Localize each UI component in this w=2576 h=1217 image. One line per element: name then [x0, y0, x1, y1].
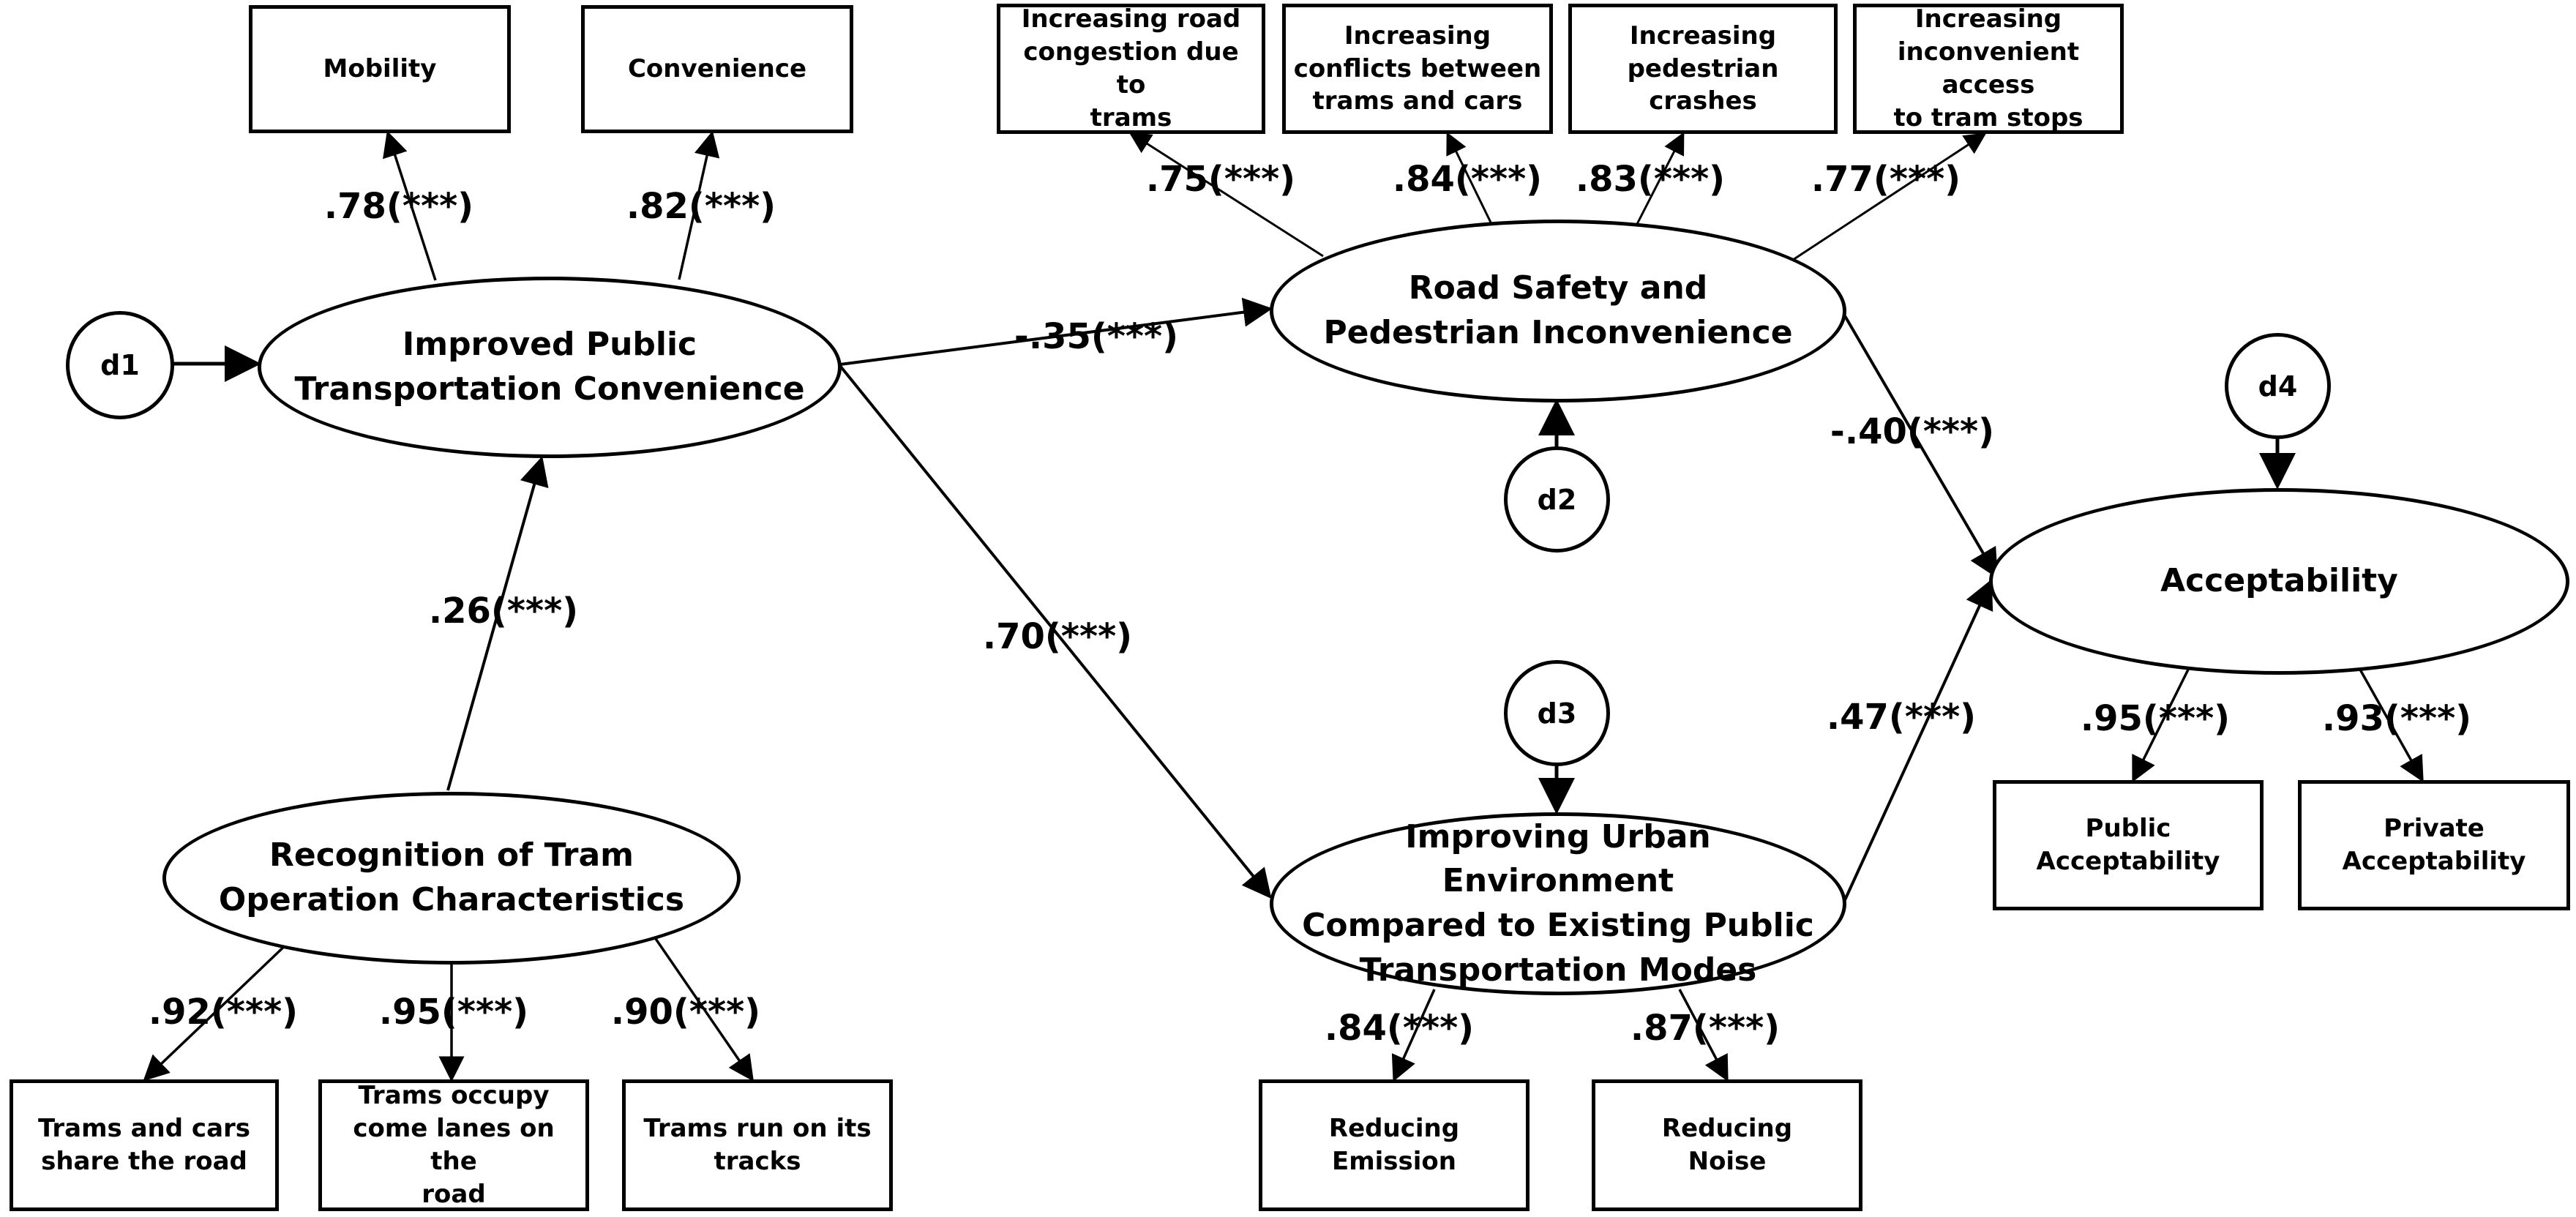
coef-public-acceptability: .95(***)	[2080, 698, 2231, 739]
arrow-rspi-to-access	[1792, 132, 1987, 261]
coef-rtoc-to-iptc: .26(***)	[428, 591, 579, 632]
coef-convenience: .82(***)	[626, 186, 776, 227]
coef-crashes: .83(***)	[1575, 159, 1726, 200]
disturbance-d2: d2	[1504, 446, 1610, 553]
disturbance-d3: d3	[1504, 660, 1610, 766]
disturbance-d4: d4	[2225, 333, 2331, 439]
coef-run-tracks: .90(***)	[610, 992, 761, 1033]
latent-recognition-of-tram-operation: Recognition of Tram Operation Characteri…	[162, 792, 741, 965]
arrow-rspi-to-acc	[1843, 313, 1999, 579]
arrow-rspi-to-conflicts	[1446, 132, 1494, 228]
latent-road-safety-pedestrian-inconvenience: Road Safety and Pedestrian Inconvenience	[1270, 220, 1846, 402]
coef-iptc-to-rspi: -.35(***)	[1014, 316, 1179, 357]
arrow-rspi-to-congestion	[1128, 132, 1324, 258]
arrow-iptc-to-iue	[839, 364, 1272, 899]
latent-improving-urban-environment: Improving Urban Environment Compared to …	[1270, 812, 1846, 995]
disturbance-d1: d1	[66, 311, 174, 419]
arrow-iue-to-emission	[1391, 989, 1436, 1082]
indicator-pedestrian-crashes: Increasing pedestrian crashes	[1568, 4, 1838, 134]
arrow-rtoc-to-iptc	[446, 456, 549, 791]
indicator-trams-occupy-lanes: Trams occupy come lanes on the road	[318, 1079, 589, 1211]
arrow-acc-to-private	[2359, 669, 2424, 783]
coef-share-road: .92(***)	[148, 992, 299, 1033]
indicator-conflicts-trams-cars: Increasing conflicts between trams and c…	[1282, 4, 1553, 134]
coef-reducing-noise: .87(***)	[1630, 1008, 1781, 1049]
arrow-iptc-to-convenience	[678, 130, 720, 280]
coef-road-congestion: .75(***)	[1145, 159, 1296, 200]
indicator-reducing-emission: Reducing Emission	[1259, 1079, 1530, 1211]
latent-improved-public-transportation-convenience: Improved Public Transportation Convenien…	[258, 277, 842, 458]
indicator-private-acceptability: Private Acceptability	[2298, 780, 2570, 910]
arrow-rtoc-to-share	[143, 924, 307, 1082]
indicator-inconvenient-access: Increasing inconvenient access to tram s…	[1853, 4, 2124, 134]
indicator-trams-cars-share-road: Trams and cars share the road	[10, 1079, 279, 1211]
arrow-iue-to-noise	[1678, 989, 1729, 1082]
indicator-convenience: Convenience	[581, 5, 853, 133]
arrow-acc-to-public	[2132, 669, 2190, 783]
coef-iue-to-acceptability: .47(***)	[1826, 697, 1977, 738]
coef-reducing-emission: .84(***)	[1324, 1008, 1475, 1049]
indicator-public-acceptability: Public Acceptability	[1993, 780, 2264, 910]
arrow-rspi-to-crashes	[1634, 132, 1685, 228]
arrow-iptc-to-rspi	[839, 297, 1273, 366]
coef-access: .77(***)	[1811, 159, 1961, 200]
indicator-mobility: Mobility	[249, 5, 511, 133]
arrow-iptc-to-mobility	[383, 130, 437, 281]
coef-rspi-to-acceptability: -.40(***)	[1830, 411, 1995, 452]
indicator-road-congestion: Increasing road congestion due to trams	[997, 4, 1265, 134]
latent-acceptability: Acceptability	[1989, 488, 2569, 675]
coef-conflicts: .84(***)	[1392, 159, 1543, 200]
coef-occupy-lanes: .95(***)	[378, 992, 529, 1033]
indicator-trams-run-tracks: Trams run on its tracks	[622, 1079, 893, 1211]
coef-iptc-to-iue: .70(***)	[982, 616, 1133, 657]
arrow-iue-to-acc	[1843, 579, 1993, 902]
coef-mobility: .78(***)	[323, 186, 474, 227]
indicator-reducing-noise: Reducing Noise	[1592, 1079, 1862, 1211]
coef-private-acceptability: .93(***)	[2321, 698, 2472, 739]
